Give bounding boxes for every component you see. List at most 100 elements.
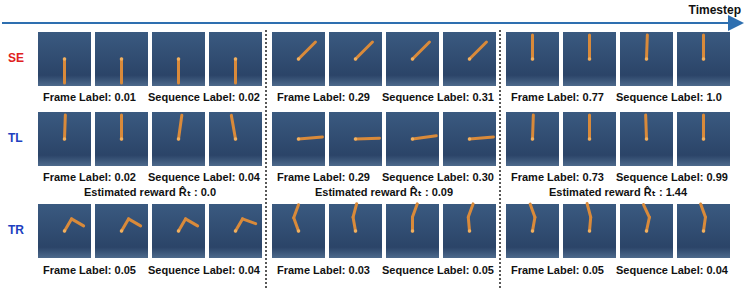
- pole-link: [120, 59, 123, 83]
- pole-link: [299, 137, 323, 139]
- pivot-dot: [354, 137, 358, 141]
- pivot-dot: [234, 137, 238, 141]
- frame-tile: [506, 112, 559, 166]
- frame-tiles: [38, 32, 730, 258]
- frame-tile: [329, 204, 382, 258]
- frame-tile: [95, 112, 148, 166]
- frame-tile: [329, 112, 382, 166]
- pole-link: [353, 204, 357, 218]
- frame-tile: [506, 204, 559, 258]
- pivot-dot: [468, 137, 472, 141]
- value-label: Frame Label: 0.73: [511, 171, 604, 184]
- value-label: Frame Label: 0.29: [277, 171, 370, 184]
- pivot-dot: [588, 57, 592, 61]
- value-label: Sequence Label: 0.31: [382, 91, 494, 104]
- value-label: Sequence Label: 0.05: [382, 264, 494, 277]
- frame-tile: [677, 204, 730, 258]
- pivot-dot: [531, 137, 535, 141]
- frame-tile: [152, 32, 205, 86]
- frame-tile: [272, 32, 325, 86]
- pivot-dot: [177, 57, 181, 61]
- value-label: Frame Label: 0.05: [511, 264, 604, 277]
- pivot-dot: [177, 137, 181, 141]
- pivot-dot: [354, 229, 358, 233]
- frame-tile: [620, 204, 673, 258]
- frame-tile: [209, 204, 262, 258]
- pole-link: [122, 219, 129, 231]
- row-label: TL: [8, 132, 23, 145]
- pole-link: [179, 115, 182, 139]
- pole-link: [411, 217, 414, 231]
- frame-tile: [152, 112, 205, 166]
- pole-link: [231, 115, 235, 139]
- frame-tile: [443, 32, 496, 86]
- value-label: Frame Label: 0.05: [43, 264, 136, 277]
- frame-tile: [620, 32, 673, 86]
- pole-link: [531, 115, 535, 139]
- pole-link: [470, 137, 494, 139]
- pivot-dot: [411, 137, 415, 141]
- pole-link: [643, 205, 649, 218]
- pivot-dot: [645, 57, 649, 61]
- frame-tile: [386, 112, 439, 166]
- pole-link: [129, 219, 141, 226]
- pivot-dot: [468, 57, 472, 61]
- frame-tile: [38, 112, 91, 166]
- value-label: Sequence Label: 0.02: [148, 91, 260, 104]
- frame-tile: [677, 32, 730, 86]
- timestep-arrow: [2, 22, 742, 24]
- pivot-dot: [468, 229, 472, 233]
- pivot-dot: [234, 57, 238, 61]
- pole-link: [236, 219, 243, 231]
- frame-tile: [95, 32, 148, 86]
- pole-link: [468, 204, 473, 217]
- frame-tile: [443, 204, 496, 258]
- pivot-dot: [63, 137, 67, 141]
- pole-link: [356, 42, 373, 59]
- frame-tile: [272, 204, 325, 258]
- pole-link: [701, 204, 706, 217]
- frame-tile: [329, 32, 382, 86]
- pivot-dot: [63, 57, 67, 61]
- frame-tile: [620, 112, 673, 166]
- value-label: Sequence Label: 0.99: [616, 171, 728, 184]
- frame-tile: [677, 112, 730, 166]
- pole-link: [533, 217, 535, 231]
- frame-tile: [95, 204, 148, 258]
- frame-tile: [563, 32, 616, 86]
- divider: [499, 30, 501, 290]
- pole-link: [704, 217, 706, 231]
- pole-link: [177, 59, 180, 83]
- pole-link: [413, 42, 430, 59]
- value-label: Sequence Label: 1.0: [616, 91, 722, 104]
- pole-link: [63, 59, 66, 83]
- value-label: Sequence Label: 0.04: [616, 264, 728, 277]
- pivot-dot: [354, 57, 358, 61]
- frame-tile: [38, 32, 91, 86]
- pivot-dot: [120, 229, 124, 233]
- pole-link: [186, 219, 198, 226]
- pole-link: [413, 204, 418, 217]
- frame-tile: [209, 32, 262, 86]
- value-label: Sequence Label: 0.04: [148, 264, 260, 277]
- pole-link: [63, 115, 67, 139]
- pole-link: [531, 35, 534, 59]
- pivot-dot: [297, 57, 301, 61]
- pole-link: [644, 115, 648, 139]
- pivot-dot: [588, 137, 592, 141]
- value-label: Frame Label: 0.02: [43, 171, 136, 184]
- frame-tile: [272, 112, 325, 166]
- pivot-dot: [531, 57, 535, 61]
- pivot-dot: [63, 229, 67, 233]
- pivot-dot: [177, 229, 181, 233]
- pole-link: [413, 136, 437, 139]
- pole-link: [588, 115, 591, 139]
- frame-tile: [209, 112, 262, 166]
- pivot-dot: [297, 137, 301, 141]
- frame-tile: [386, 32, 439, 86]
- pivot-dot: [531, 229, 535, 233]
- pole-link: [353, 217, 355, 231]
- frame-tile: [152, 204, 205, 258]
- value-label: Estimated reward R̂ₜ : 1.44: [549, 186, 687, 199]
